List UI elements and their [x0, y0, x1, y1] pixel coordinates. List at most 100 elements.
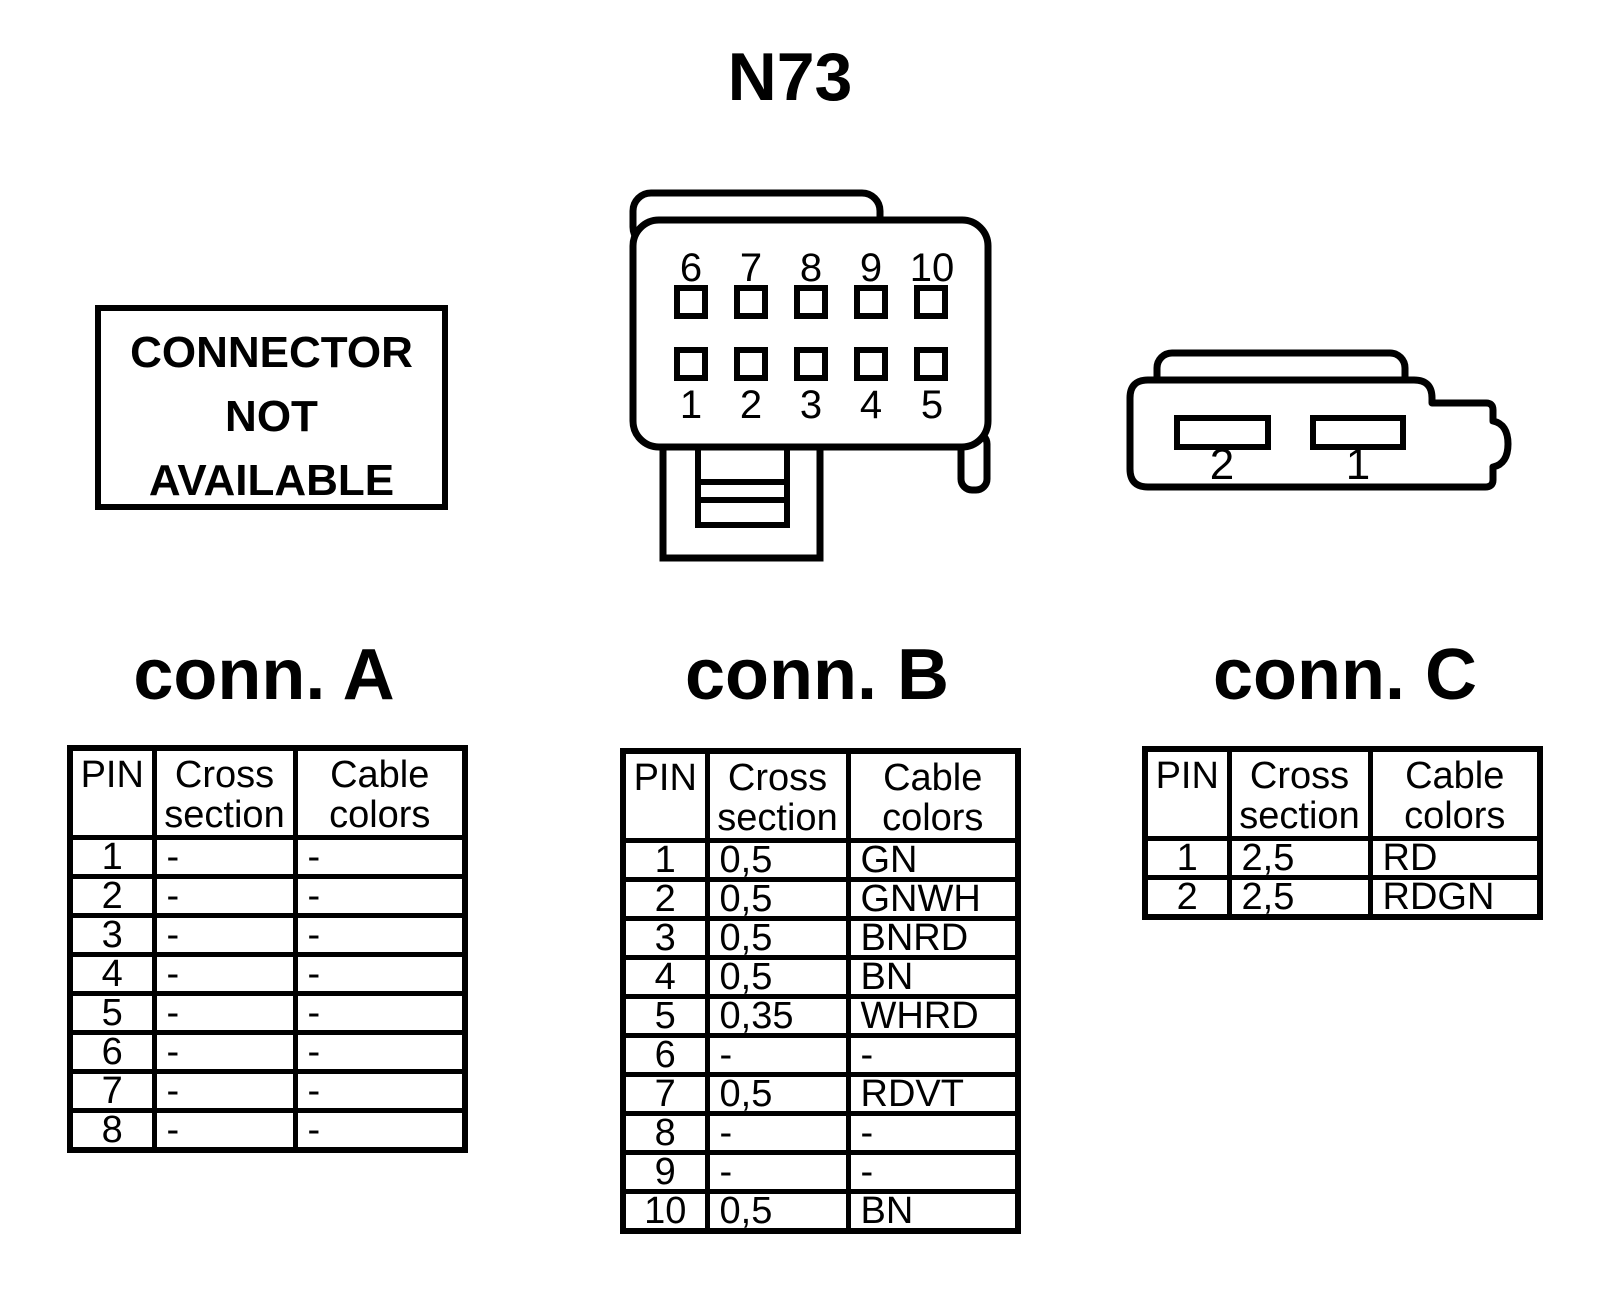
connector-not-available-box: CONNECTOR NOT AVAILABLE: [95, 305, 448, 510]
header-cell: Cable colors: [1367, 746, 1543, 841]
cross-section-cell: -: [704, 1111, 851, 1155]
cable-colors-cell: -: [292, 913, 468, 957]
pin-cavity-5: [914, 347, 948, 381]
cable-colors-cell: GN: [845, 838, 1021, 882]
connector-body: [629, 216, 992, 451]
header-cell: PIN: [1142, 746, 1232, 841]
header-cell: Cable colors: [845, 748, 1021, 843]
na-line-1: CONNECTOR: [130, 328, 413, 377]
pin-cell: 2: [1142, 875, 1232, 920]
pin-label-2: 2: [740, 383, 762, 427]
slot-label-2: 2: [1210, 440, 1234, 489]
header-cell: Cable colors: [292, 745, 468, 840]
pin-cavity-10: [914, 285, 948, 319]
pin-label-1: 1: [680, 383, 702, 427]
cable-colors-cell: BN: [845, 955, 1021, 999]
table-row: 2--: [67, 874, 468, 918]
cable-colors-cell: -: [845, 1150, 1021, 1194]
pin-cell: 9: [620, 1150, 710, 1194]
cross-section-cell: 0,5: [704, 1072, 851, 1116]
cable-colors-cell: -: [845, 1033, 1021, 1077]
pin-cell: 4: [67, 952, 157, 996]
component-title: N73: [727, 39, 853, 115]
cross-section-cell: -: [704, 1033, 851, 1077]
pin-label-7: 7: [740, 246, 762, 290]
cable-colors-cell: RDVT: [845, 1072, 1021, 1116]
slot-label-1: 1: [1346, 440, 1370, 489]
header-cell: Cross section: [1226, 746, 1373, 841]
table-row: 8--: [620, 1111, 1021, 1155]
table-title-conn-a: conn. A: [133, 635, 395, 715]
cross-section-cell: -: [151, 1108, 298, 1153]
pin-cell: 5: [620, 994, 710, 1038]
cross-section-cell: -: [151, 1069, 298, 1113]
pin-cavity-3: [794, 347, 828, 381]
pin-cell: 10: [620, 1189, 710, 1234]
cable-colors-cell: -: [292, 991, 468, 1035]
header-cell: Cross section: [151, 745, 298, 840]
cable-colors-cell: WHRD: [845, 994, 1021, 1038]
pin-label-10: 10: [910, 246, 955, 290]
cable-colors-cell: -: [292, 835, 468, 879]
cross-section-cell: -: [151, 1030, 298, 1074]
pin-cell: 2: [620, 877, 710, 921]
connector-10pin-drawing: 6 7 8 9 10 1 2 3 4 5: [629, 189, 992, 562]
pin-cell: 8: [620, 1111, 710, 1155]
pin-cell: 1: [1142, 836, 1232, 880]
table-row: 3--: [67, 913, 468, 957]
table-row: 6--: [67, 1030, 468, 1074]
pin-label-9: 9: [860, 246, 882, 290]
table-row: 7--: [67, 1069, 468, 1113]
blade-slot-1: [1310, 415, 1406, 450]
cross-section-cell: -: [151, 835, 298, 879]
cross-section-cell: -: [151, 952, 298, 996]
cable-colors-cell: BN: [845, 1189, 1021, 1234]
cross-section-cell: 2,5: [1226, 875, 1373, 920]
cable-colors-cell: -: [292, 874, 468, 918]
pin-cavity-2: [734, 347, 768, 381]
pin-cell: 6: [67, 1030, 157, 1074]
pin-cell: 1: [620, 838, 710, 882]
pin-cell: 5: [67, 991, 157, 1035]
cross-section-cell: 0,5: [704, 877, 851, 921]
blade-slot-2: [1174, 415, 1271, 450]
table-row: 5--: [67, 991, 468, 1035]
pin-cavity-9: [854, 285, 888, 319]
table-row: 8--: [67, 1108, 468, 1153]
header-cell: PIN: [620, 748, 710, 843]
pin-cell: 3: [620, 916, 710, 960]
cross-section-cell: -: [151, 874, 298, 918]
cross-section-cell: 0,5: [704, 916, 851, 960]
cable-colors-cell: RD: [1367, 836, 1543, 880]
table-row: 1--: [67, 835, 468, 879]
table-title-conn-b: conn. B: [685, 635, 949, 715]
cable-colors-cell: -: [292, 1108, 468, 1153]
table-title-conn-c: conn. C: [1213, 635, 1477, 715]
pin-cell: 3: [67, 913, 157, 957]
table-row: 9--: [620, 1150, 1021, 1194]
pin-cavity-4: [854, 347, 888, 381]
cross-section-cell: 0,5: [704, 1189, 851, 1234]
cable-colors-cell: -: [292, 1030, 468, 1074]
pin-cell: 2: [67, 874, 157, 918]
pin-cell: 7: [67, 1069, 157, 1113]
pin-label-8: 8: [800, 246, 822, 290]
table-row: 4--: [67, 952, 468, 996]
